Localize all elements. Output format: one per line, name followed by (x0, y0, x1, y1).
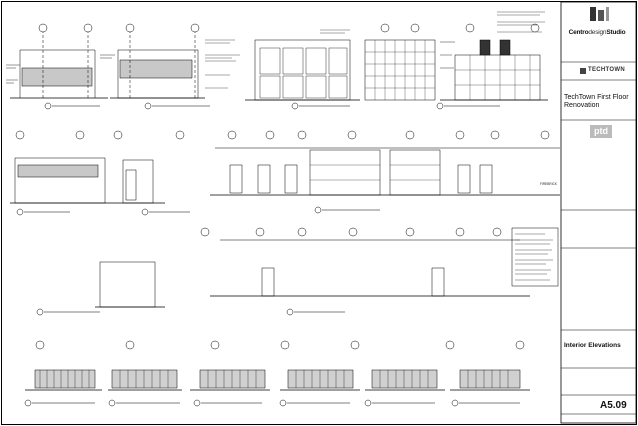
consultant-logo-mark (590, 125, 612, 138)
firm-name-end: Studio (606, 29, 626, 36)
elevation-titles-row-2 (16, 206, 380, 216)
elevation-row-1 (10, 30, 548, 101)
grid-bubbles-row-4 (35, 340, 525, 350)
consultant-name: ptd (594, 126, 608, 136)
grid-bubbles-row-2 (15, 130, 550, 140)
firm-name-bold: Centro (568, 29, 589, 36)
grid-bubbles-row-1 (38, 23, 540, 33)
elevation-row-3 (95, 239, 530, 308)
firm-name: CentrodesignStudio (563, 29, 631, 36)
client-logo-mark (580, 68, 586, 74)
elevation-titles-row-3 (36, 308, 345, 316)
elevation-titles-row-1 (44, 102, 500, 110)
callout-text-row-1 (6, 11, 545, 89)
title-block (560, 1, 637, 424)
general-notes-box (511, 227, 559, 287)
project-title: TechTown First Floor Renovation (564, 94, 629, 109)
firm-logo-mark (590, 7, 596, 21)
client-logo-text: TECHTOWN (588, 67, 625, 73)
firm-name-light: design (588, 29, 607, 36)
elevation-row-4 (25, 369, 530, 391)
materials-label: FIREBRICK (540, 182, 558, 186)
elevation-titles-row-4 (24, 399, 520, 407)
elevation-row-2 (10, 147, 560, 204)
sheet-title: Interior Elevations (564, 342, 621, 349)
grid-bubbles-row-3 (200, 227, 502, 237)
sheet-number: A5.09 (600, 400, 627, 411)
